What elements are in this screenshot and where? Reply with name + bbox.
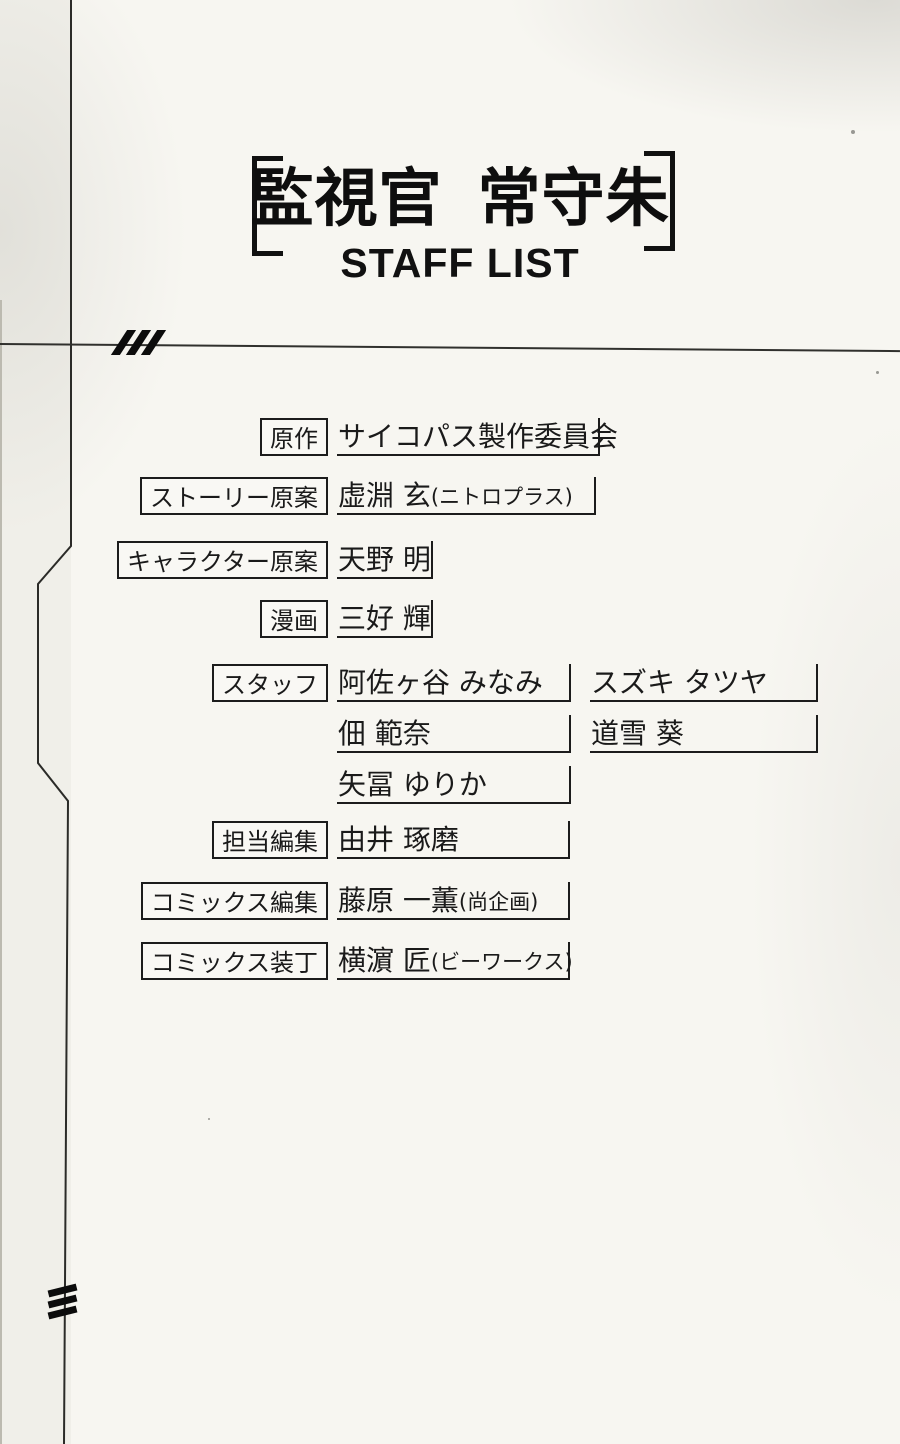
staff-name-text: 佃 範奈	[338, 717, 431, 750]
staff-name: 佃 範奈	[337, 715, 571, 753]
credit-row-editor: 担当編集 由井 琢磨	[0, 821, 900, 859]
credit-row-comics-design: コミックス装丁 横濵 匠(ビーワークス)	[0, 942, 900, 980]
credit-value-text: 由井 琢磨	[338, 823, 459, 856]
credit-value: 横濵 匠(ビーワークス)	[337, 942, 573, 980]
credit-row-character: キャラクター原案 天野 明	[0, 541, 900, 579]
page-title: 監視官 常守朱	[250, 161, 670, 235]
paper-speck	[876, 371, 879, 374]
staff-row-2: 佃 範奈 道雪 葵	[0, 715, 900, 753]
credit-value: 天野 明	[337, 541, 433, 579]
staff-name-text: 阿佐ヶ谷 みなみ	[338, 666, 543, 699]
credit-value: サイコパス製作委員会	[337, 418, 618, 456]
staff-name: 阿佐ヶ谷 みなみ	[337, 664, 571, 702]
staff-row-1: スタッフ 阿佐ヶ谷 みなみ スズキ タツヤ	[0, 664, 900, 702]
staff-label: スタッフ	[212, 664, 328, 702]
staff-list-heading: STAFF LIST	[340, 240, 580, 286]
binding-hatch-marks-icon	[47, 1283, 78, 1320]
credit-row-manga: 漫画 三好 輝	[0, 600, 900, 638]
staff-name: スズキ タツヤ	[590, 664, 818, 702]
credit-row-original: 原作 サイコパス製作委員会	[0, 418, 900, 456]
staff-name-text: 矢冨 ゆりか	[338, 768, 487, 801]
title-bracket-right-icon	[644, 151, 675, 251]
staff-name-text: 道雪 葵	[591, 717, 684, 750]
credit-label: 漫画	[260, 600, 328, 638]
credit-value-note: (ニトロプラス)	[430, 485, 573, 509]
credit-value-text: 藤原 一薫	[338, 884, 459, 917]
title-bracket-left-icon	[252, 156, 283, 256]
divider-slash-marks-icon	[110, 330, 167, 355]
credit-value: 由井 琢磨	[337, 821, 570, 859]
staff-name: 矢冨 ゆりか	[337, 766, 571, 804]
credit-value: 三好 輝	[337, 600, 433, 638]
credit-value-text: 三好 輝	[338, 602, 431, 635]
credit-value-text: 虚淵 玄	[338, 479, 431, 512]
credit-row-story: ストーリー原案 虚淵 玄(ニトロプラス)	[0, 477, 900, 515]
credit-value: 藤原 一薫(尚企画)	[337, 882, 570, 920]
credit-label: コミックス装丁	[140, 942, 328, 980]
staff-name-text: スズキ タツヤ	[591, 666, 768, 699]
credit-row-comics-editor: コミックス編集 藤原 一薫(尚企画)	[0, 882, 900, 920]
staff-name: 道雪 葵	[590, 715, 818, 753]
paper-speck	[208, 1118, 210, 1120]
paper-speck	[851, 130, 855, 134]
credit-label: 担当編集	[212, 821, 328, 859]
credit-label: コミックス編集	[140, 882, 328, 920]
credit-value-note: (尚企画)	[458, 890, 539, 914]
credit-label: キャラクター原案	[116, 541, 328, 579]
credit-label: ストーリー原案	[140, 477, 328, 515]
credit-value: 虚淵 玄(ニトロプラス)	[337, 477, 596, 515]
credit-value-text: サイコパス製作委員会	[338, 420, 619, 453]
credit-label: 原作	[260, 418, 328, 456]
credit-value-text: 天野 明	[338, 543, 431, 576]
staff-row-3: 矢冨 ゆりか	[0, 766, 900, 804]
credit-value-text: 横濵 匠	[338, 944, 431, 977]
credit-value-note: (ビーワークス)	[430, 950, 573, 974]
